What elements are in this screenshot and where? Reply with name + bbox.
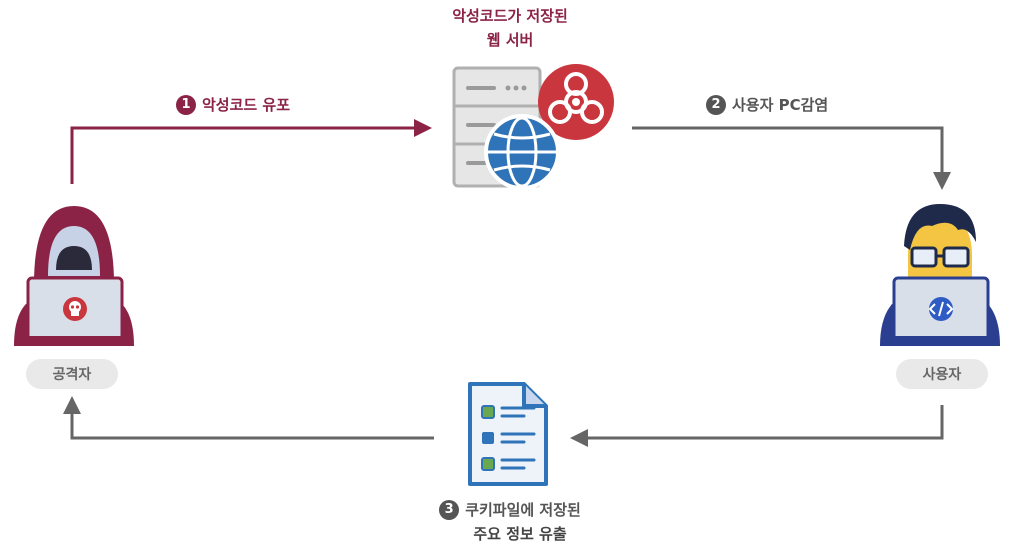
step-2-text: 사용자 PC감염 bbox=[732, 96, 829, 114]
server-title: 악성코드가 저장된 웹 서버 bbox=[430, 4, 590, 52]
arrow-attacker-to-server bbox=[70, 126, 418, 184]
document-icon bbox=[468, 382, 548, 486]
attacker-label: 공격자 bbox=[26, 359, 118, 389]
biohazard-icon bbox=[538, 64, 614, 140]
code-icon bbox=[928, 297, 954, 321]
server-title-line1: 악성코드가 저장된 bbox=[452, 7, 568, 25]
step-3-number: 3 bbox=[439, 500, 460, 520]
arrowhead-document bbox=[570, 429, 588, 447]
arrowhead-user bbox=[933, 172, 951, 190]
user-label: 사용자 bbox=[896, 359, 988, 389]
step-3-line1: 3 쿠키파일에 저장된 bbox=[410, 498, 610, 522]
step-1-label: 1 악성코드 유포 bbox=[176, 94, 290, 115]
hacker-icon bbox=[14, 206, 134, 346]
developer-icon bbox=[880, 204, 1000, 346]
arrow-document-to-attacker bbox=[70, 412, 434, 440]
arrow-server-to-user bbox=[632, 126, 944, 175]
step-3-text-line2: 주요 정보 유출 bbox=[473, 525, 567, 543]
step-3-label: 3 쿠키파일에 저장된 주요 정보 유출 bbox=[410, 498, 610, 546]
arrowhead-attacker bbox=[63, 396, 81, 414]
step-1-text: 악성코드 유포 bbox=[202, 96, 291, 114]
arrow-user-to-document bbox=[586, 405, 944, 440]
server-icon bbox=[452, 64, 614, 190]
step-3-text-line1: 쿠키파일에 저장된 bbox=[465, 501, 581, 519]
skull-icon bbox=[63, 297, 87, 321]
step-1-number: 1 bbox=[176, 94, 196, 115]
server-title-line2: 웹 서버 bbox=[486, 31, 534, 49]
arrowhead-server bbox=[414, 119, 432, 137]
step-2-number: 2 bbox=[706, 94, 726, 115]
globe-icon bbox=[484, 114, 560, 190]
step-2-label: 2 사용자 PC감염 bbox=[706, 94, 828, 115]
